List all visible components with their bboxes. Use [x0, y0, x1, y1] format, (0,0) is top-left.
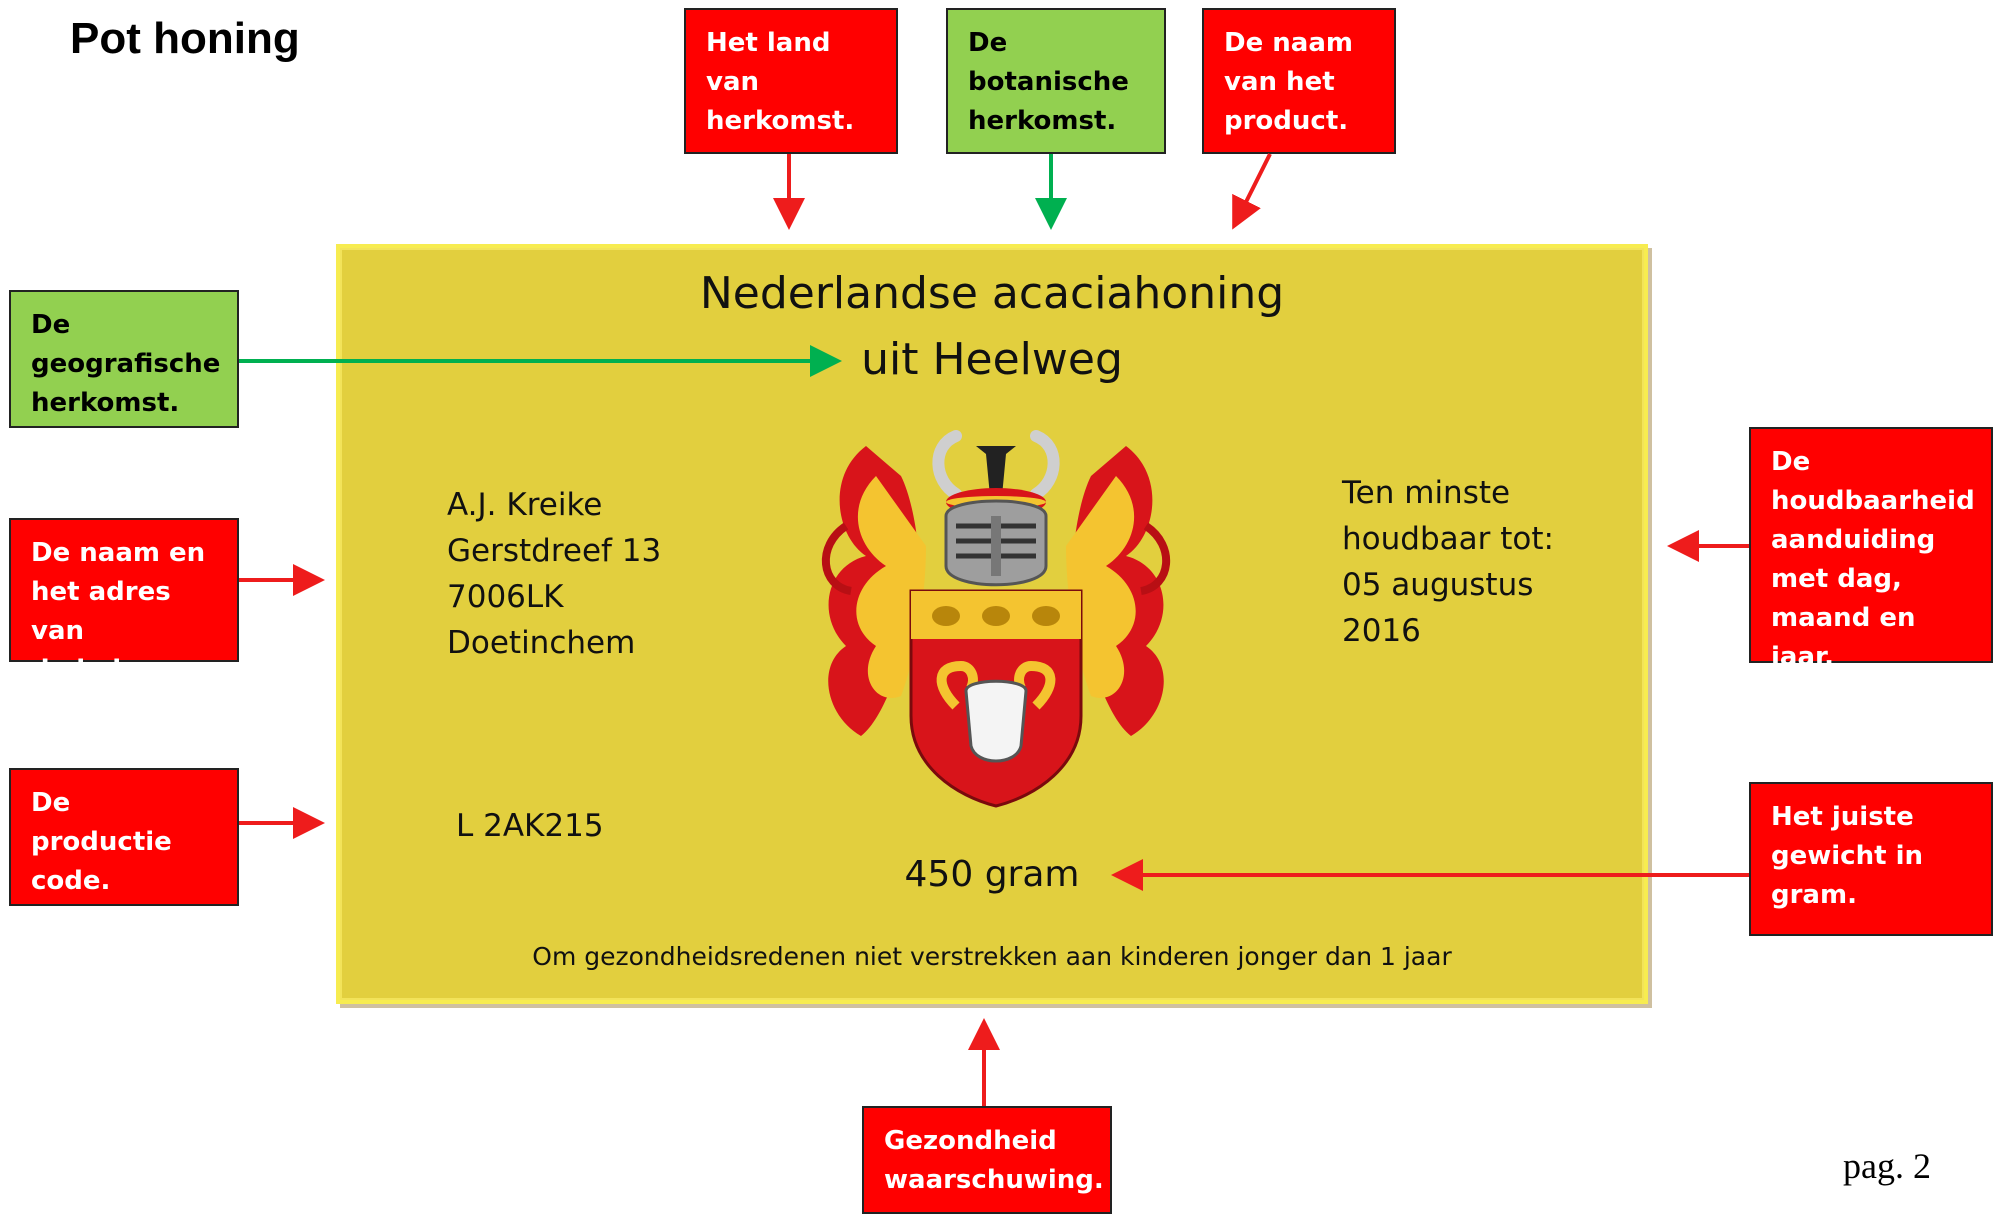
product-name-line1: Nederlandse acaciahoning	[699, 268, 1285, 319]
callout-country-of-origin: Het land van herkomst.	[684, 8, 898, 154]
production-code: L 2AK215	[456, 808, 604, 844]
callout-beekeeper-name-address: De naam en het adres van de imker.	[9, 518, 239, 685]
best-before-date: Ten minste houdbaar tot: 05 augustus 201…	[1342, 475, 1554, 649]
honey-label: Nederlandse acaciahoning uit Heelweg A.J…	[336, 244, 1648, 1004]
arrow-product-name	[1232, 153, 1272, 230]
health-warning: Om gezondheidsredenen niet verstrekken a…	[532, 942, 1452, 971]
callout-production-code: De productie code. L.................	[9, 768, 239, 935]
callout-product-name: De naam van het product.	[1202, 8, 1396, 154]
page-title: Pot honing	[70, 14, 300, 63]
product-name-line2: uit Heelweg	[861, 334, 1123, 385]
mantling-right	[1066, 446, 1171, 736]
callout-botanical-origin: De botanische herkomst.	[946, 8, 1166, 154]
callout-weight: Het juiste gewicht in gram.	[1749, 782, 1993, 936]
callout-shelf-life: De houdbaarheid aanduiding met dag, maan…	[1749, 427, 1993, 672]
coat-of-arms-logo	[821, 430, 1171, 808]
callout-health-warning: Gezondheid waarschuwing.	[862, 1106, 1112, 1214]
mantling-left	[821, 446, 926, 736]
beekeeper-address: A.J. Kreike Gerstdreef 13 7006LK Doetinc…	[447, 487, 662, 661]
callout-geographic-origin: De geografische herkomst.	[9, 290, 239, 428]
net-weight: 450 gram	[904, 854, 1080, 895]
page-number: pag. 2	[1843, 1146, 1931, 1186]
